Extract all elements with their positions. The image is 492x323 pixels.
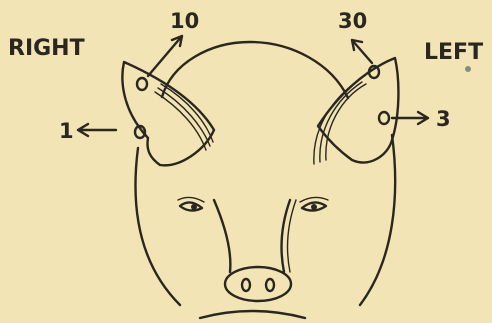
right-ear [122,62,214,165]
ink-speck [465,66,471,72]
left-ear-bottom-number: 3 [436,107,451,131]
right-eye [180,202,202,210]
left-side-label: LEFT [424,40,483,65]
left-nostril [242,279,250,291]
right-side-label: RIGHT [8,36,85,61]
left-ear-bottom-notch [379,112,389,124]
left-ear-tip-number: 30 [338,9,367,33]
left-eye-pupil [311,204,317,210]
right-ear-tip-number: 10 [170,9,199,33]
arrow-right-ear-bottom [78,124,116,136]
nose-bridge-left [214,200,230,272]
arrow-left-ear-tip [352,40,372,63]
chin-line [200,311,305,318]
right-nostril [266,279,274,291]
right-ear-bottom-number: 1 [59,119,74,143]
nose-bridge-right-inner [288,200,296,272]
snout [225,267,291,301]
right-eye-pupil [191,204,197,210]
right-ear-tip-notch [137,78,147,90]
